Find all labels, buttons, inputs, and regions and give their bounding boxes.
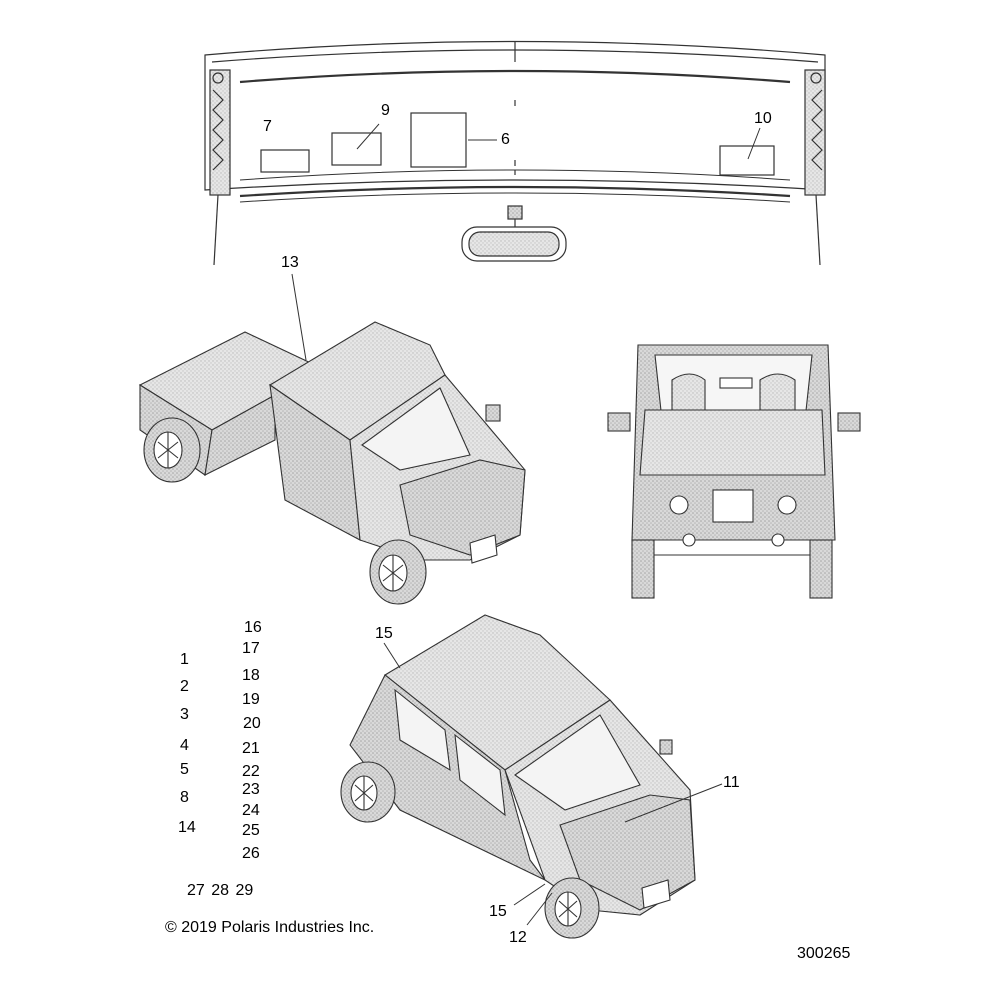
ref-number: 17 — [242, 640, 260, 657]
decal-9 — [331, 132, 382, 166]
ref-number: 18 — [242, 667, 260, 684]
callout-6: 6 — [501, 131, 510, 148]
copyright-notice: © 2019 Polaris Industries Inc. — [165, 919, 375, 936]
ref-number: 25 — [242, 822, 260, 839]
right-hinge — [804, 69, 826, 266]
callout-9: 9 — [381, 102, 390, 119]
callout-12: 12 — [509, 929, 527, 946]
header-leaders — [356, 123, 761, 160]
ref-number: 4 — [180, 737, 189, 754]
ref-number-row: 27 28 29 — [187, 882, 254, 899]
passenger-vehicle — [340, 614, 696, 939]
cargo-front-wheel — [369, 539, 427, 605]
ref-number: 3 — [180, 706, 189, 723]
ref-number: 24 — [242, 802, 260, 819]
ref-number: 8 — [180, 789, 189, 806]
ref-number: 14 — [178, 819, 196, 836]
leader-13 — [291, 273, 307, 361]
rear-left-tire — [631, 539, 655, 599]
ref-number: 23 — [242, 781, 260, 798]
passenger-front-wheel — [544, 877, 600, 939]
ref-number: 5 — [180, 761, 189, 778]
left-hinge — [209, 69, 231, 266]
callout-15-lower: 15 — [489, 903, 507, 920]
decal-10 — [719, 145, 775, 176]
passenger-rear-wheel — [340, 761, 396, 823]
cargo-rear-wheel — [143, 417, 201, 483]
cargo-vehicle — [138, 321, 526, 605]
decal-rects — [260, 112, 775, 176]
callout-11: 11 — [723, 774, 740, 791]
ref-number: 16 — [244, 619, 262, 636]
callout-10: 10 — [754, 110, 772, 127]
ref-number: 19 — [242, 691, 260, 708]
ref-number: 1 — [180, 651, 189, 668]
figure-id: 300265 — [797, 945, 851, 962]
ref-number: 22 — [242, 763, 260, 780]
ref-number: 2 — [180, 678, 189, 695]
rearview-mirror — [461, 205, 567, 262]
ref-number: 21 — [242, 740, 260, 757]
callout-13: 13 — [281, 254, 299, 271]
rear-view-vehicle — [607, 344, 861, 599]
passenger-leaders — [383, 642, 723, 926]
callout-7: 7 — [263, 118, 272, 135]
decal-7 — [260, 149, 310, 173]
rear-right-tire — [809, 539, 833, 599]
decal-6 — [410, 112, 467, 168]
ref-number: 20 — [243, 715, 261, 732]
callout-15-roof: 15 — [375, 625, 393, 642]
ref-number: 26 — [242, 845, 260, 862]
